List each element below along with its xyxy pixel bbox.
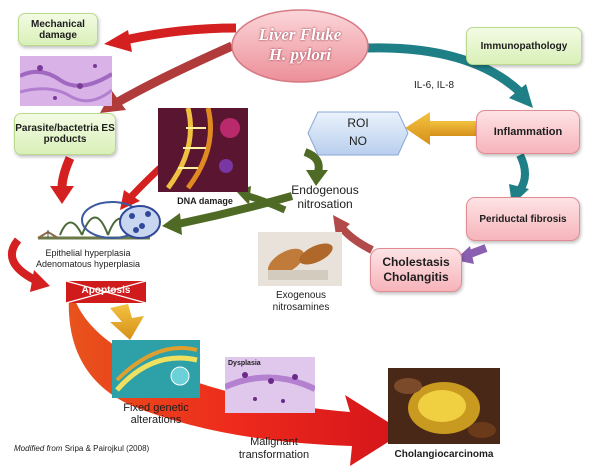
arrow-products-to-epithelium [57, 156, 75, 189]
apoptosis-cross-line-2 [65, 280, 147, 304]
endogenous-nitrosation-label: Endogenous nitrosation [291, 183, 359, 211]
arrow-to-roi-head [405, 112, 430, 145]
arrow-cholestasis-to-nitrosation [338, 225, 374, 254]
arrow-nitrosation-to-epithelium-head [162, 213, 182, 235]
dna-damage-label: DNA damage [177, 196, 233, 206]
arrow-dna-to-epithelium-head [120, 190, 140, 210]
citation-source: Sripa & Pairojkul (2008) [64, 444, 150, 453]
periductal-fibrosis-box: Periductal fibrosis [466, 197, 580, 241]
title-ellipse [231, 9, 369, 83]
mechanical-damage-box: Mechanical damage [18, 13, 98, 46]
epithelium-illustration [37, 201, 161, 240]
arrow-apoptosis-to-genetic [110, 304, 144, 340]
fixed-genetic-alterations-label: Fixed genetic alterations [123, 402, 189, 426]
cholangiocarcinoma-photo [388, 368, 500, 444]
arrow-roi-to-nitrosation [303, 148, 323, 174]
apoptosis-label: Apoptosis [81, 285, 131, 296]
genetic-alterations-image [112, 340, 200, 398]
roi-label: ROI [347, 116, 369, 130]
cholestasis-cholangitis-box: Cholestasis Cholangitis [370, 248, 462, 292]
cholestasis-label: Cholestasis [382, 255, 450, 269]
arrow-to-inflammation [364, 43, 524, 96]
adenomatous-hyperplasia-label: Adenomatous hyperplasia [35, 259, 141, 269]
exogenous-nitrosamines-photo [258, 232, 342, 286]
arrow-to-parasite-products-head [100, 91, 126, 113]
inflammation-box: Inflammation [476, 110, 580, 154]
cholangiocarcinoma-label: Cholangiocarcinoma [394, 449, 494, 460]
mechanical-damage-micrograph [20, 56, 112, 106]
arrow-to-periductal-fibrosis [516, 153, 529, 193]
citation: Modified from Sripa & Pairojkul (2008) [14, 444, 149, 453]
arrow-nitrosation-to-dna [247, 192, 287, 214]
dysplasia-label: Dysplasia [228, 360, 261, 367]
title-line-2: H. pylori [268, 45, 332, 64]
arrow-dna-to-epithelium [127, 165, 163, 201]
arrow-to-apoptosis [7, 237, 37, 284]
no-label: NO [349, 134, 367, 148]
arrow-to-inflammation-head [509, 84, 533, 108]
arrow-to-mechanical-damage [124, 23, 237, 45]
cytokines-label: IL-6, IL-8 [414, 80, 455, 91]
parasite-products-box: Parasite/bactetria ES products [14, 113, 116, 155]
citation-prefix: Modified from [14, 444, 63, 453]
exogenous-nitrosamines-label: Exogenous nitrosamines [272, 290, 330, 313]
arrow-cholestasis-to-nitrosation-head [333, 215, 350, 236]
arrow-products-to-epithelium-head [50, 186, 74, 204]
arrow-to-mechanical-damage-head [104, 30, 132, 52]
dna-damage-image [158, 108, 248, 192]
title-line-1: Liver Fluke [258, 25, 342, 44]
epithelial-hyperplasia-label: Epithelial hyperplasia [45, 248, 131, 258]
arrow-to-roi-body [428, 121, 480, 136]
arrow-roi-to-nitrosation-head [306, 170, 328, 186]
immunopathology-box: Immunopathology [466, 27, 582, 65]
malignant-transformation-label: Malignant transformation [238, 436, 310, 461]
arrow-to-apoptosis-head [30, 270, 50, 292]
roi-no-box [307, 111, 409, 156]
arrow-to-parasite-products [115, 41, 234, 106]
dysplasia-micrograph [225, 357, 315, 413]
malignant-progression-arrow [68, 283, 404, 466]
cholangitis-label: Cholangitis [383, 270, 449, 284]
arrow-nitrosation-to-epithelium [177, 192, 294, 228]
arrow-fibrosis-to-cholestasis [468, 244, 488, 258]
